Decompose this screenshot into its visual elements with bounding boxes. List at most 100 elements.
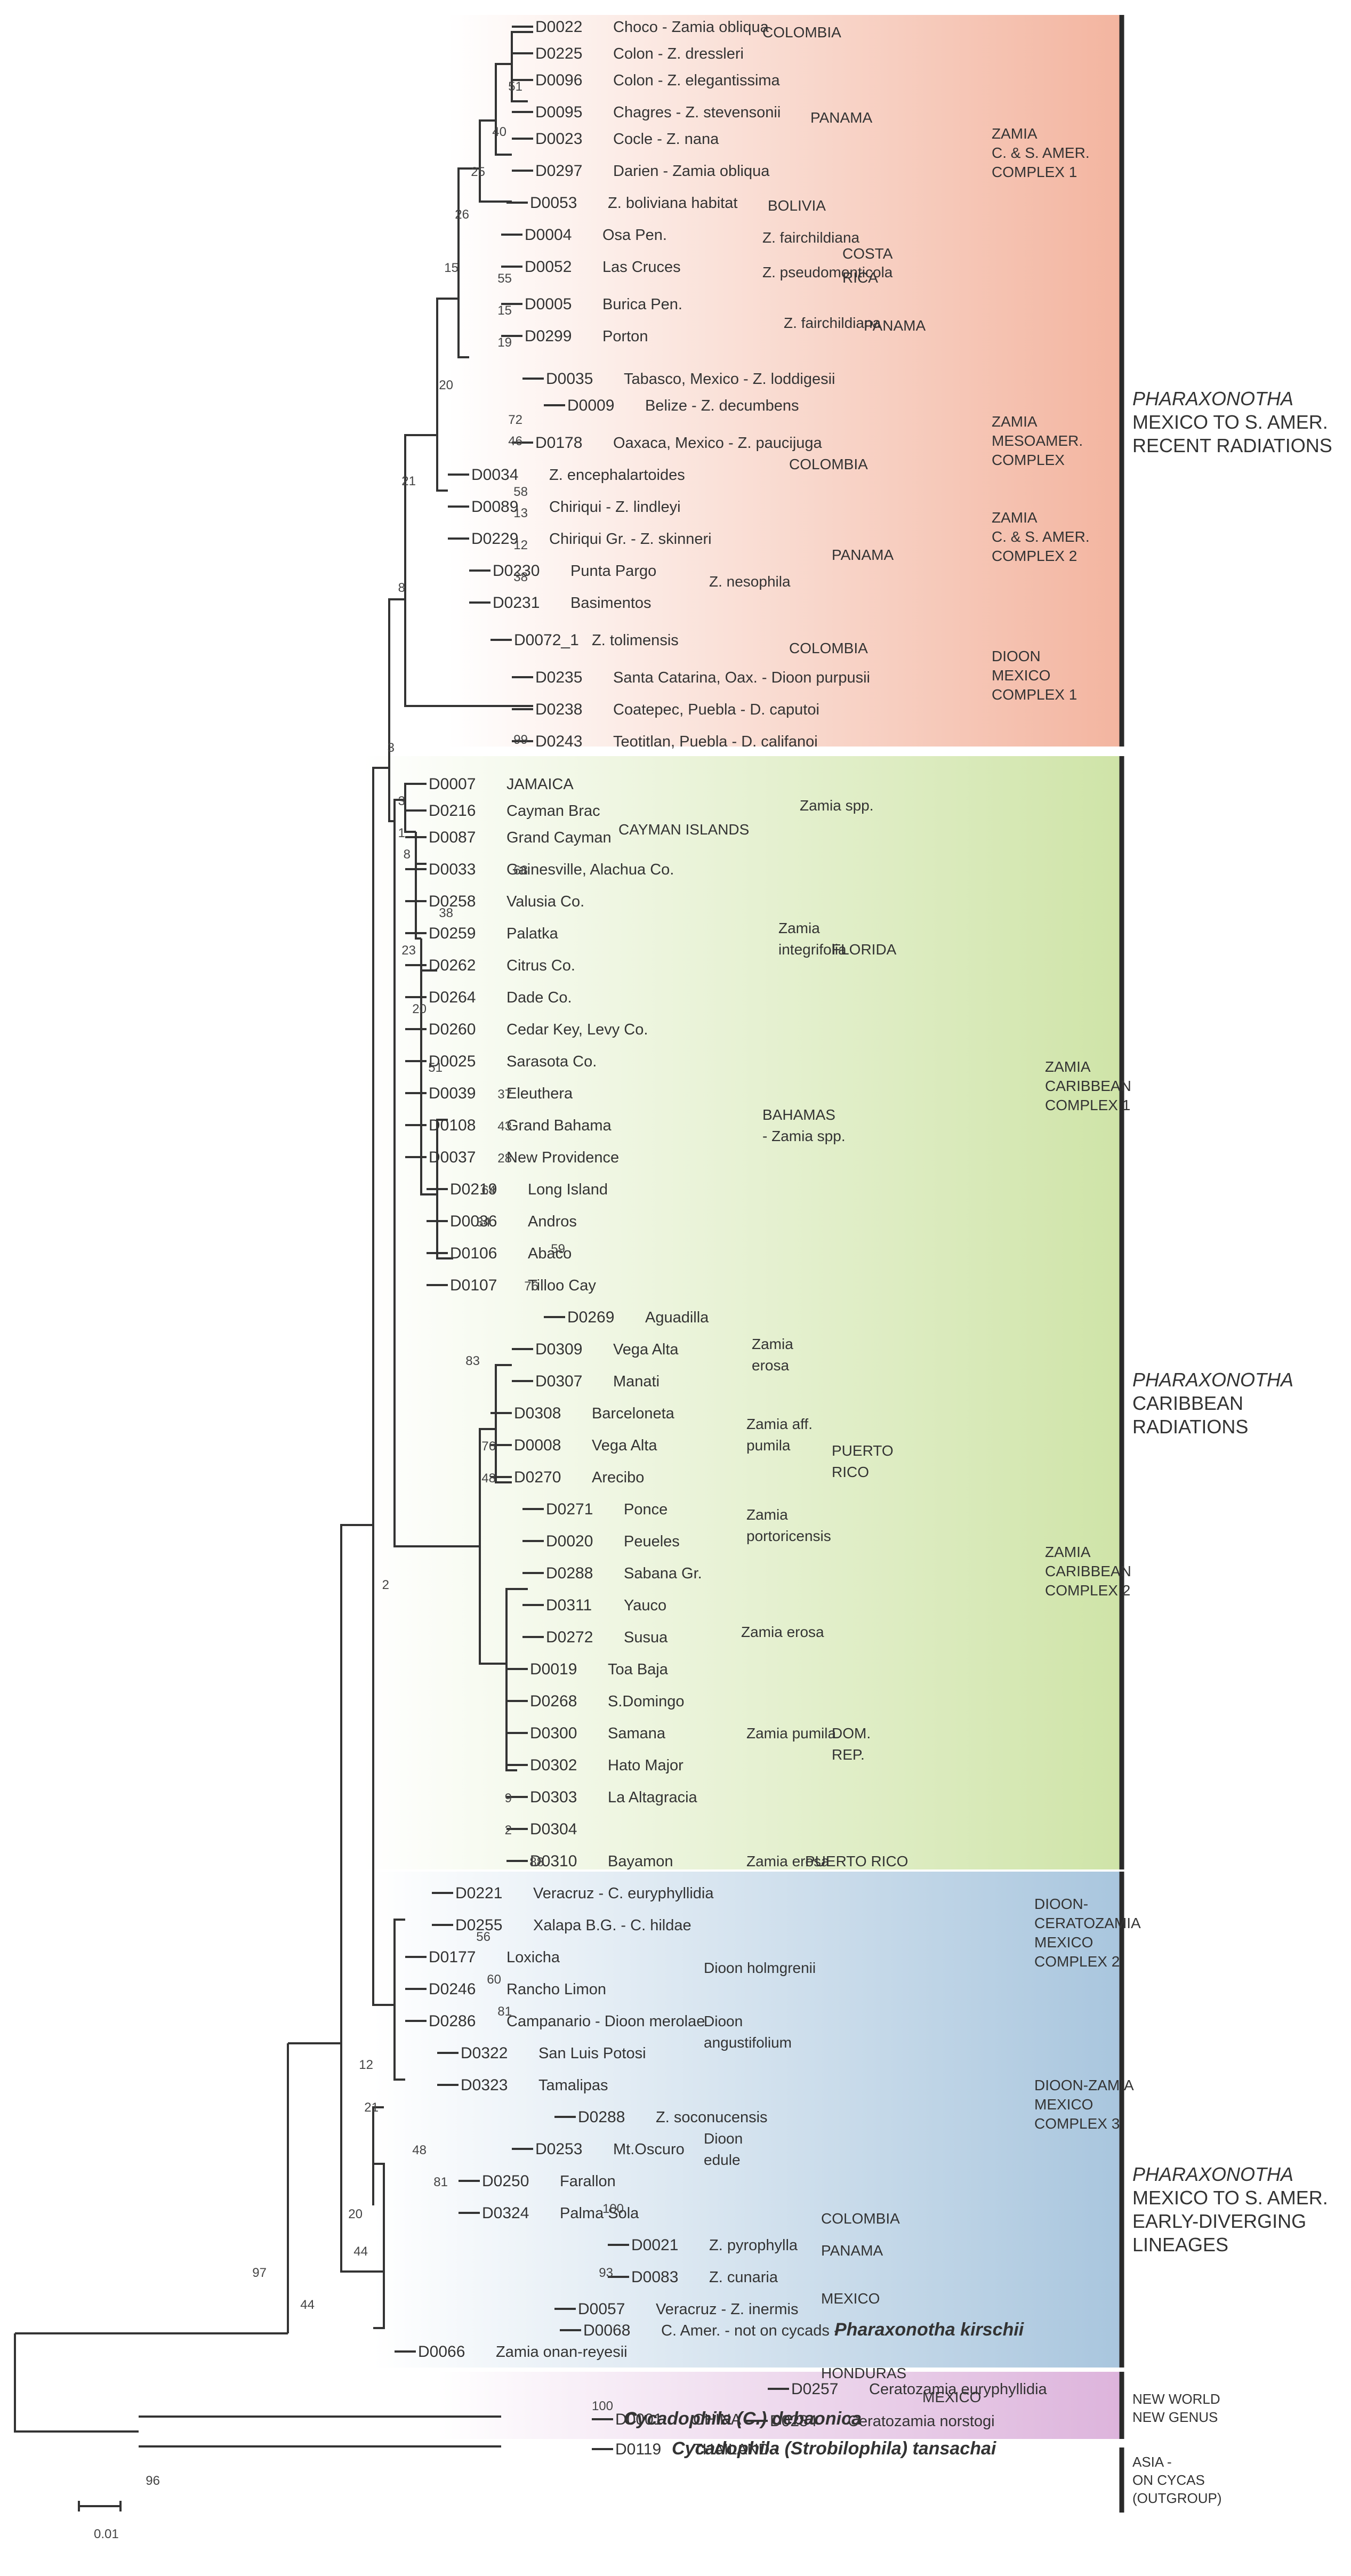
complex-label-line: COMPLEX 1 (992, 164, 1077, 180)
taxon-name: Sarasota Co. (506, 1053, 597, 1070)
taxon-id: D0258 (429, 893, 476, 910)
band-early-diverging (373, 1872, 1120, 2368)
bootstrap-value: 100 (602, 2202, 624, 2216)
bootstrap-value: 12 (513, 538, 528, 552)
bootstrap-value: 59 (551, 1242, 565, 1256)
taxon-name: Z. tolimensis (592, 632, 679, 649)
clade-label: HONDURAS (821, 2365, 906, 2381)
taxon-id: D0096 (535, 71, 582, 89)
taxon-name: Sabana Gr. (624, 1565, 702, 1582)
taxon-name: Vega Alta (613, 1341, 679, 1358)
bootstrap-value: 99 (513, 733, 528, 747)
bootstrap-value: 43 (497, 1119, 512, 1134)
clade-label: Dioon (704, 2130, 743, 2147)
taxon-d0057: D0057 Veracruz - Z. inermis (554, 2300, 799, 2318)
clade-label: Z. fairchildiana (784, 315, 881, 331)
taxon-name: Toa Baja (608, 1661, 669, 1678)
bootstrap-value: 97 (252, 2266, 267, 2280)
clade-label: erosa (752, 1357, 789, 1374)
taxon-id: D0272 (546, 1628, 593, 1646)
taxon-name: La Altagracia (608, 1789, 698, 1806)
complex-label-line: MESOAMER. (992, 432, 1083, 449)
taxon-id: D0033 (429, 861, 476, 878)
bootstrap-value: 96 (146, 2474, 160, 2488)
clade-label: Z. fairchildiana (762, 229, 860, 246)
bootstrap-value: 48 (412, 2143, 427, 2157)
clade-label: COLOMBIA (789, 640, 868, 656)
taxon-id: D0307 (535, 1373, 582, 1390)
taxon-name: Colon - Z. dressleri (613, 45, 744, 62)
taxon-name: Yauco (624, 1597, 666, 1614)
clade-label: BAHAMAS (762, 1106, 835, 1123)
taxon-id: D0253 (535, 2140, 582, 2158)
bootstrap-value: 21 (364, 2100, 379, 2115)
complex-label-line: COMPLEX 2 (1034, 1953, 1120, 1970)
taxon-name: Veracruz - Z. inermis (656, 2301, 799, 2318)
taxon-name: Aguadilla (645, 1309, 709, 1326)
taxon-name: Belize - Z. decumbens (645, 397, 799, 414)
bootstrap-value: 15 (497, 303, 512, 318)
complex-label-line: DIOON-ZAMIA (1034, 2077, 1134, 2093)
taxon-id: D0053 (530, 194, 577, 212)
taxon-id: D0286 (429, 2012, 476, 2030)
taxon-name: Chagres - Z. stevensonii (613, 104, 781, 121)
taxon-name: Abaco (528, 1245, 572, 1262)
taxon-id: D0297 (535, 162, 582, 180)
taxon-id: D0025 (429, 1053, 476, 1070)
bootstrap-value: 37 (497, 1087, 512, 1102)
taxon-id: D0039 (429, 1085, 476, 1102)
bootstrap-value: 1 (398, 826, 405, 840)
taxon-id: D0238 (535, 701, 582, 718)
clade-label: Zamia aff. (746, 1416, 813, 1432)
taxon-name: Osa Pen. (602, 227, 667, 244)
taxon-id: D0119 (615, 2441, 661, 2458)
complex-label-line: ZAMIA (992, 413, 1038, 430)
bootstrap-value: 28 (497, 1151, 512, 1166)
group-label-line: RADIATIONS (1132, 1416, 1248, 1438)
bootstrap-value: 58 (513, 485, 528, 499)
taxon-name: Barceloneta (592, 1405, 675, 1422)
taxon-id: D0308 (514, 1405, 561, 1422)
taxon-name: Rancho Limon (506, 1981, 606, 1998)
bootstrap-value: 88 (529, 1855, 544, 1869)
clade-label: COLOMBIA (821, 2210, 900, 2227)
taxon-id: D0083 (631, 2268, 678, 2286)
taxon-name: San Luis Potosi (538, 2045, 646, 2062)
taxon-id: D0288 (546, 1564, 593, 1582)
taxon-id: D0219 (450, 1181, 497, 1198)
group-label-line: MEXICO TO S. AMER. (1132, 2187, 1328, 2209)
taxon-name: Samana (608, 1725, 666, 1742)
complex-label-line: CARIBBEAN (1045, 1563, 1131, 1579)
taxon-id: D0004 (525, 226, 572, 244)
taxon-name: Susua (624, 1629, 668, 1646)
taxon-id: D0057 (578, 2300, 625, 2318)
clade-label: COLOMBIA (762, 24, 841, 41)
bootstrap-value: 68 (513, 863, 528, 878)
taxon-id: D0304 (530, 1820, 577, 1838)
complex-label-line: ZAMIA (1045, 1544, 1091, 1560)
